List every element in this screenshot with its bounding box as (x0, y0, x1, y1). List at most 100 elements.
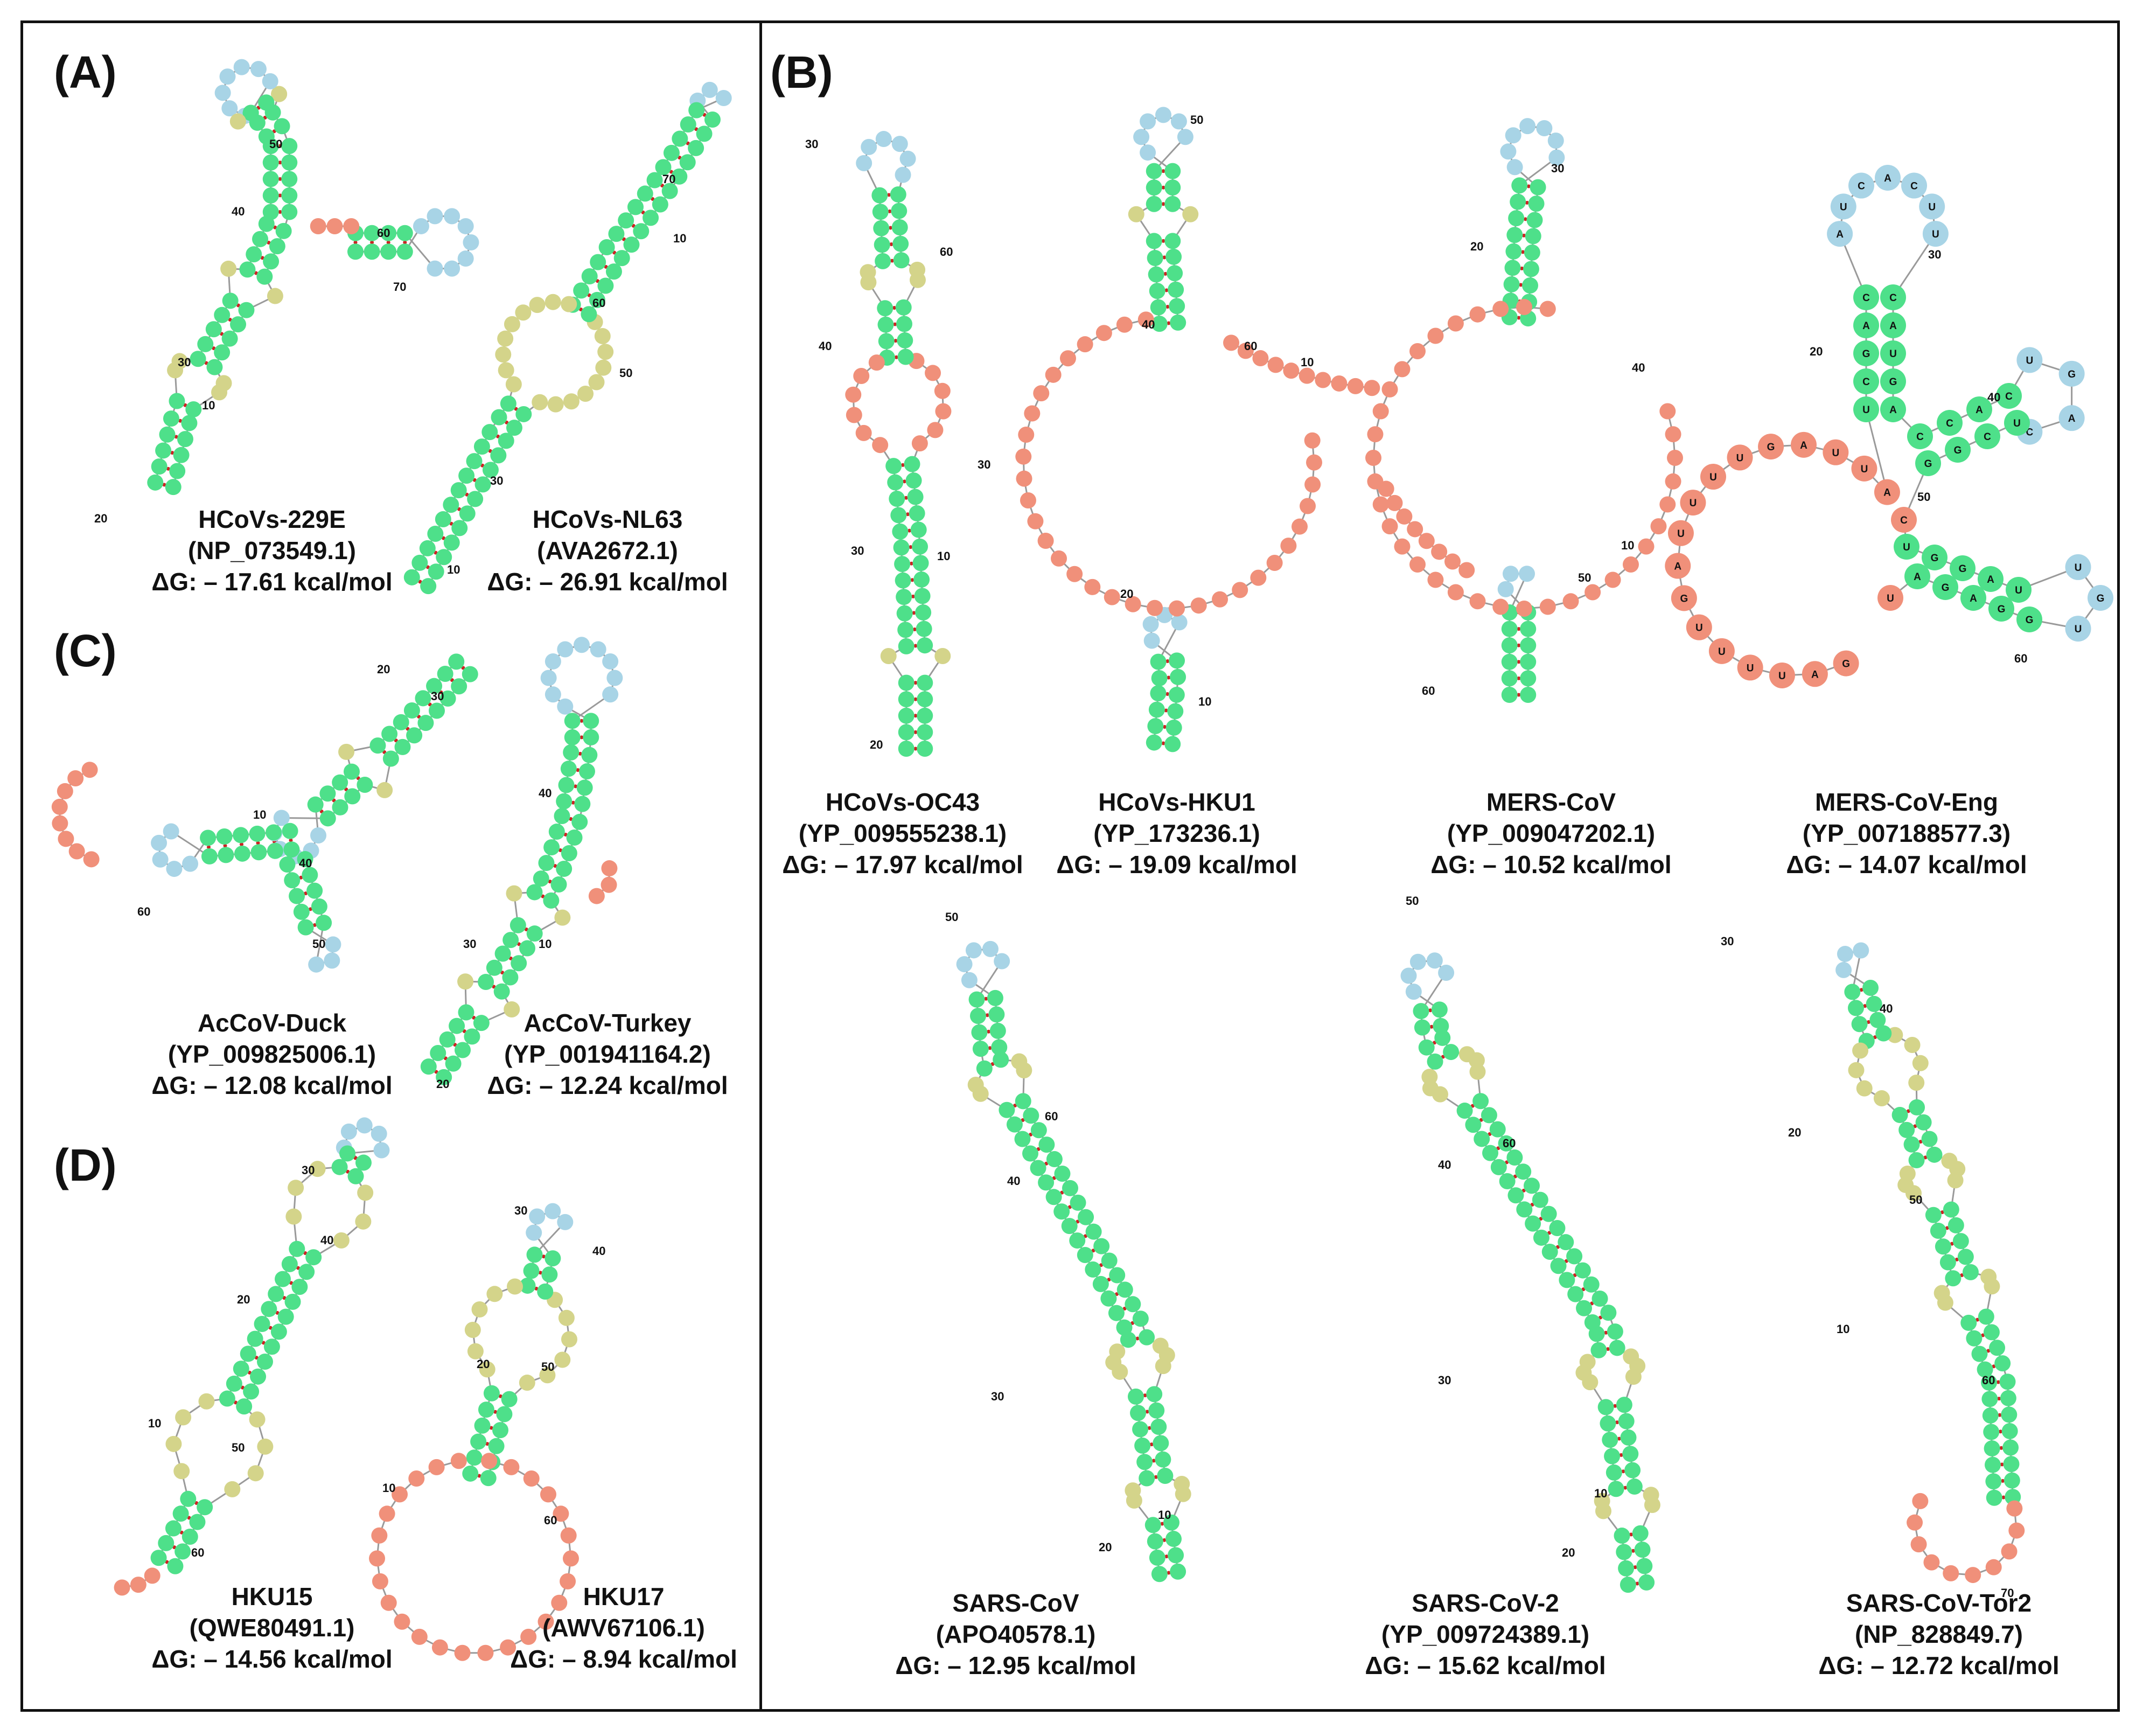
nucleotide (1169, 298, 1185, 315)
nucleotide (226, 1375, 242, 1392)
nucleotide-letter: G (1767, 442, 1775, 453)
nucleotide (543, 839, 560, 856)
nucleotide-letter: C (1900, 515, 1908, 526)
nucleotide (1447, 315, 1464, 332)
base-pair-bond (901, 463, 905, 467)
nucleotide (415, 690, 431, 707)
nucleotide (302, 867, 318, 883)
nucleotide-letter: A (1883, 487, 1891, 499)
nucleotide (1116, 1281, 1133, 1298)
nucleotide (1501, 670, 1518, 687)
nucleotide (478, 1402, 494, 1418)
nucleotide (316, 915, 332, 931)
index-label: 40 (1632, 361, 1645, 374)
index-label: 10 (148, 1417, 161, 1430)
structure-caption: HCoVs-229E (NP_073549.1) ΔG: – 17.61 kca… (151, 504, 392, 597)
nucleotide (1116, 1319, 1133, 1336)
nucleotide (557, 698, 574, 715)
base-pair-bond (913, 644, 918, 648)
nucleotide (1607, 1323, 1623, 1340)
nucleotide (885, 458, 902, 475)
index-label: 40 (539, 786, 552, 800)
nucleotide (877, 316, 894, 333)
nucleotide (1986, 1489, 2002, 1506)
nucleotide (411, 554, 428, 571)
nucleotide-letter: U (1928, 201, 1936, 213)
nucleotide (455, 1042, 471, 1058)
index-label: 10 (1198, 695, 1211, 708)
nucleotide (896, 605, 913, 622)
nucleotide (590, 641, 606, 658)
nucleotide (917, 724, 933, 741)
nucleotide (1045, 1189, 1062, 1205)
nucleotide (1146, 163, 1162, 179)
nucleotide (581, 306, 597, 323)
nucleotide (872, 204, 889, 220)
nucleotide (1212, 591, 1228, 608)
nucleotide (896, 316, 912, 332)
nucleotide (165, 1520, 182, 1537)
nucleotide (917, 741, 933, 757)
nucleotide (269, 238, 285, 255)
nucleotide (462, 666, 478, 682)
index-label: 10 (1621, 539, 1634, 552)
nucleotide (1489, 1121, 1506, 1138)
nucleotide (1802, 661, 1828, 687)
nucleotide (1386, 494, 1403, 511)
nucleotide (1011, 1053, 1028, 1070)
nucleotide-letter: C (2005, 391, 2013, 402)
nucleotide (1532, 1191, 1548, 1208)
nucleotide (500, 395, 516, 412)
nucleotide (1364, 380, 1380, 396)
base-pair-bond (913, 697, 918, 701)
nucleotide (554, 909, 571, 926)
nucleotide (558, 777, 575, 793)
nucleotide (523, 1263, 540, 1279)
nucleotide (430, 1045, 446, 1062)
nucleotide (371, 1527, 388, 1544)
nucleotide (1957, 1249, 1974, 1265)
nucleotide (373, 1142, 390, 1159)
base-pair-bond (1154, 1475, 1158, 1479)
nucleotide (899, 150, 916, 167)
nucleotide (1396, 508, 1413, 525)
nucleotide (246, 246, 262, 263)
nucleotide (166, 861, 183, 877)
base-pair-bond (1999, 1446, 2004, 1450)
nucleotide (915, 604, 932, 621)
nucleotide (2065, 616, 2091, 642)
nucleotide (419, 540, 436, 556)
nucleotide (1147, 1533, 1163, 1550)
nucleotide (426, 678, 443, 694)
nucleotide (1414, 1019, 1430, 1036)
nucleotide (1985, 1559, 2002, 1575)
nucleotide (369, 1550, 386, 1567)
nucleotide (1700, 464, 1726, 490)
nucleotide (262, 154, 279, 171)
nucleotide (904, 456, 920, 472)
nucleotide (1908, 1075, 1925, 1091)
base-pair-bond (558, 848, 562, 853)
nucleotide (1153, 1435, 1169, 1452)
nucleotide (355, 1154, 372, 1171)
nucleotide (1022, 1145, 1039, 1162)
base-pair-bond (1633, 1565, 1637, 1570)
base-pair-bond (1945, 1226, 1949, 1230)
nucleotide (466, 453, 483, 470)
nucleotide (1182, 206, 1199, 222)
nucleotide-letter: A (1889, 405, 1897, 416)
nucleotide (1873, 1090, 1890, 1107)
base-pair-bond (1631, 1549, 1635, 1553)
nucleotide (1922, 545, 1947, 570)
nucleotide (470, 1433, 487, 1450)
nucleotide (1177, 129, 1193, 145)
base-pair-bond (1161, 202, 1165, 206)
structure-name: HCoVs-229E (198, 505, 346, 533)
nucleotide (1974, 423, 2000, 449)
nucleotide (1875, 165, 1901, 191)
nucleotide (247, 1465, 264, 1482)
nucleotide (310, 827, 327, 844)
index-label: 60 (377, 226, 390, 240)
nucleotide (878, 333, 895, 350)
nucleotide (2088, 585, 2113, 611)
